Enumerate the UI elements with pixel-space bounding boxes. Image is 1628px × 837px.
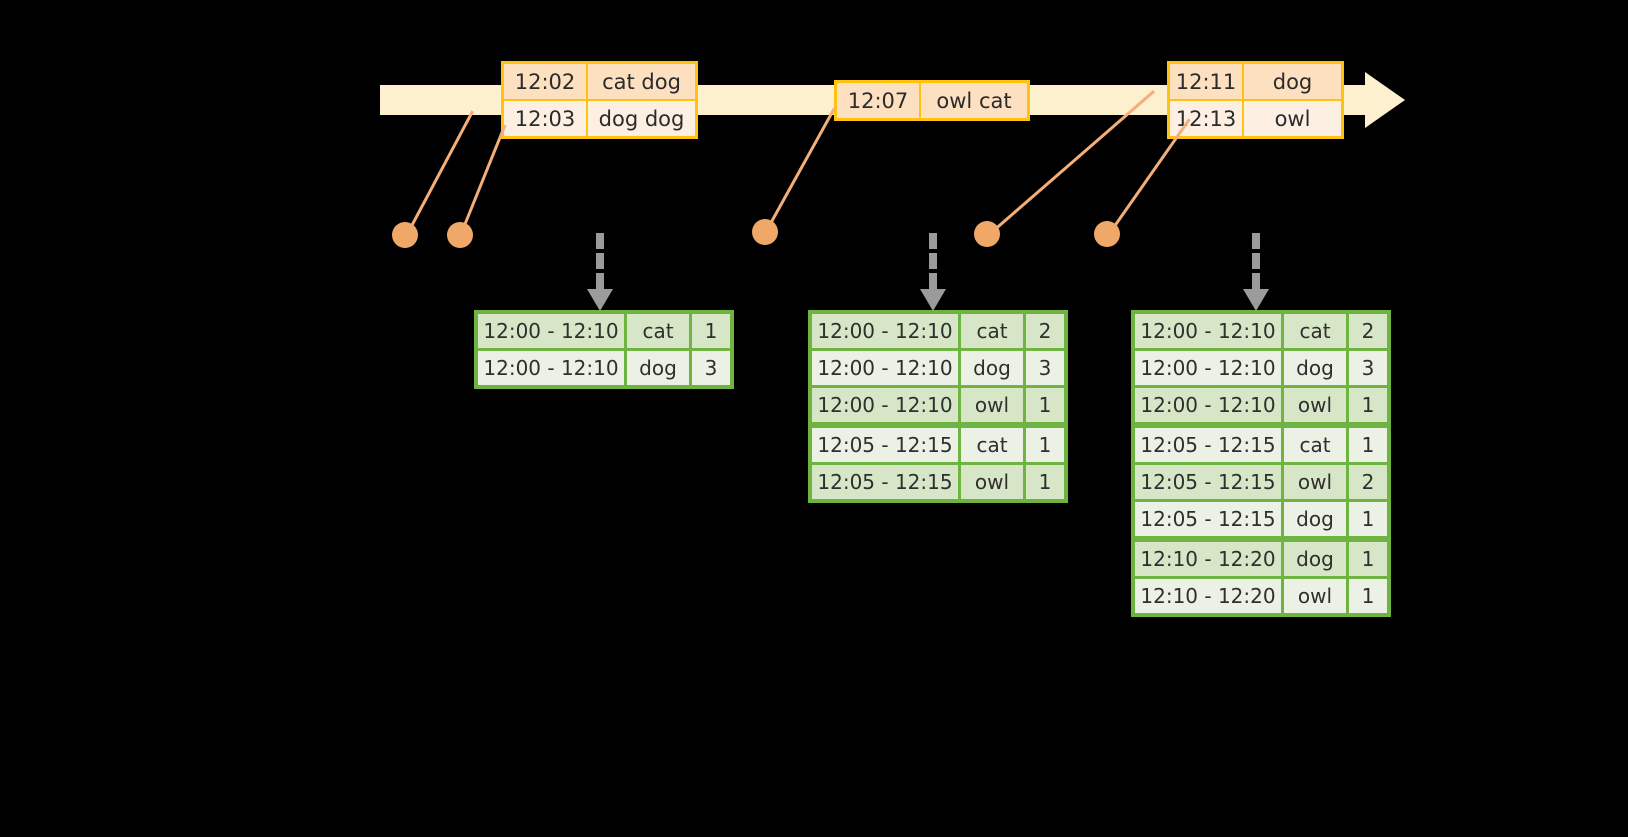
- cell-count: 1: [692, 314, 730, 348]
- cell-window: 12:05 - 12:15: [812, 465, 958, 499]
- cell-window: 12:10 - 12:20: [1135, 542, 1281, 576]
- cell-count: 1: [1349, 428, 1387, 462]
- cell-count: 1: [1349, 579, 1387, 613]
- cell-word: dog: [1284, 542, 1346, 576]
- cell-count: 3: [1349, 351, 1387, 385]
- event-marker-3[interactable]: [752, 219, 778, 245]
- cell-count: 1: [1349, 502, 1387, 536]
- event-time: 12:07: [837, 83, 921, 118]
- cell-word: dog: [1284, 351, 1346, 385]
- cell-word: dog: [1284, 502, 1346, 536]
- event-box-3[interactable]: 12:11 dog 12:13 owl: [1167, 61, 1344, 139]
- cell-count: 3: [692, 351, 730, 385]
- leader-line-5: [1106, 118, 1191, 237]
- leader-line-2: [458, 124, 507, 238]
- cell-window: 12:05 - 12:15: [1135, 428, 1281, 462]
- cell-window: 12:05 - 12:15: [1135, 465, 1281, 499]
- timeline-arrowhead: [1365, 72, 1405, 128]
- event-row[interactable]: 12:03 dog dog: [504, 99, 695, 136]
- flow-arrow-2: [920, 233, 946, 311]
- event-words: cat dog: [588, 64, 695, 99]
- event-box-1[interactable]: 12:02 cat dog 12:03 dog dog: [501, 61, 698, 139]
- cell-window: 12:00 - 12:10: [812, 351, 958, 385]
- cell-word: owl: [1284, 388, 1346, 422]
- event-marker-5[interactable]: [1094, 221, 1120, 247]
- cell-count: 1: [1026, 388, 1064, 422]
- cell-word: owl: [961, 388, 1023, 422]
- leader-line-1: [404, 110, 474, 238]
- event-time: 12:03: [504, 101, 588, 136]
- cell-window: 12:00 - 12:10: [812, 388, 958, 422]
- event-time: 12:02: [504, 64, 588, 99]
- cell-count: 3: [1026, 351, 1064, 385]
- event-words: owl cat: [921, 83, 1027, 118]
- event-row[interactable]: 12:11 dog: [1170, 64, 1341, 99]
- cell-count: 1: [1026, 465, 1064, 499]
- cell-count: 2: [1026, 314, 1064, 348]
- flow-arrow-1: [587, 233, 613, 311]
- cell-window: 12:10 - 12:20: [1135, 579, 1281, 613]
- cell-window: 12:00 - 12:10: [478, 351, 624, 385]
- cell-word: owl: [1284, 579, 1346, 613]
- event-words: dog: [1244, 64, 1341, 99]
- event-marker-1[interactable]: [392, 222, 418, 248]
- cell-word: owl: [1284, 465, 1346, 499]
- flow-arrow-3: [1243, 233, 1269, 311]
- event-marker-4[interactable]: [974, 221, 1000, 247]
- cell-word: owl: [961, 465, 1023, 499]
- cell-word: dog: [961, 351, 1023, 385]
- cell-word: cat: [1284, 314, 1346, 348]
- leader-line-3: [763, 107, 836, 235]
- cell-window: 12:00 - 12:10: [1135, 388, 1281, 422]
- cell-count: 2: [1349, 465, 1387, 499]
- cell-word: cat: [627, 314, 689, 348]
- cell-word: cat: [961, 314, 1023, 348]
- cell-window: 12:00 - 12:10: [812, 314, 958, 348]
- cell-count: 1: [1349, 388, 1387, 422]
- cell-word: dog: [627, 351, 689, 385]
- event-row[interactable]: 12:13 owl: [1170, 99, 1341, 136]
- cell-window: 12:00 - 12:10: [1135, 351, 1281, 385]
- cell-word: cat: [1284, 428, 1346, 462]
- cell-word: cat: [961, 428, 1023, 462]
- event-marker-2[interactable]: [447, 222, 473, 248]
- cell-count: 1: [1026, 428, 1064, 462]
- event-box-2[interactable]: 12:07 owl cat: [834, 80, 1030, 121]
- cell-window: 12:00 - 12:10: [478, 314, 624, 348]
- event-row[interactable]: 12:02 cat dog: [504, 64, 695, 99]
- event-row[interactable]: 12:07 owl cat: [837, 83, 1027, 118]
- cell-window: 12:05 - 12:15: [812, 428, 958, 462]
- cell-count: 1: [1349, 542, 1387, 576]
- cell-window: 12:00 - 12:10: [1135, 314, 1281, 348]
- event-words: dog dog: [588, 101, 695, 136]
- cell-window: 12:05 - 12:15: [1135, 502, 1281, 536]
- event-words: owl: [1244, 101, 1341, 136]
- cell-count: 2: [1349, 314, 1387, 348]
- event-time: 12:11: [1170, 64, 1244, 99]
